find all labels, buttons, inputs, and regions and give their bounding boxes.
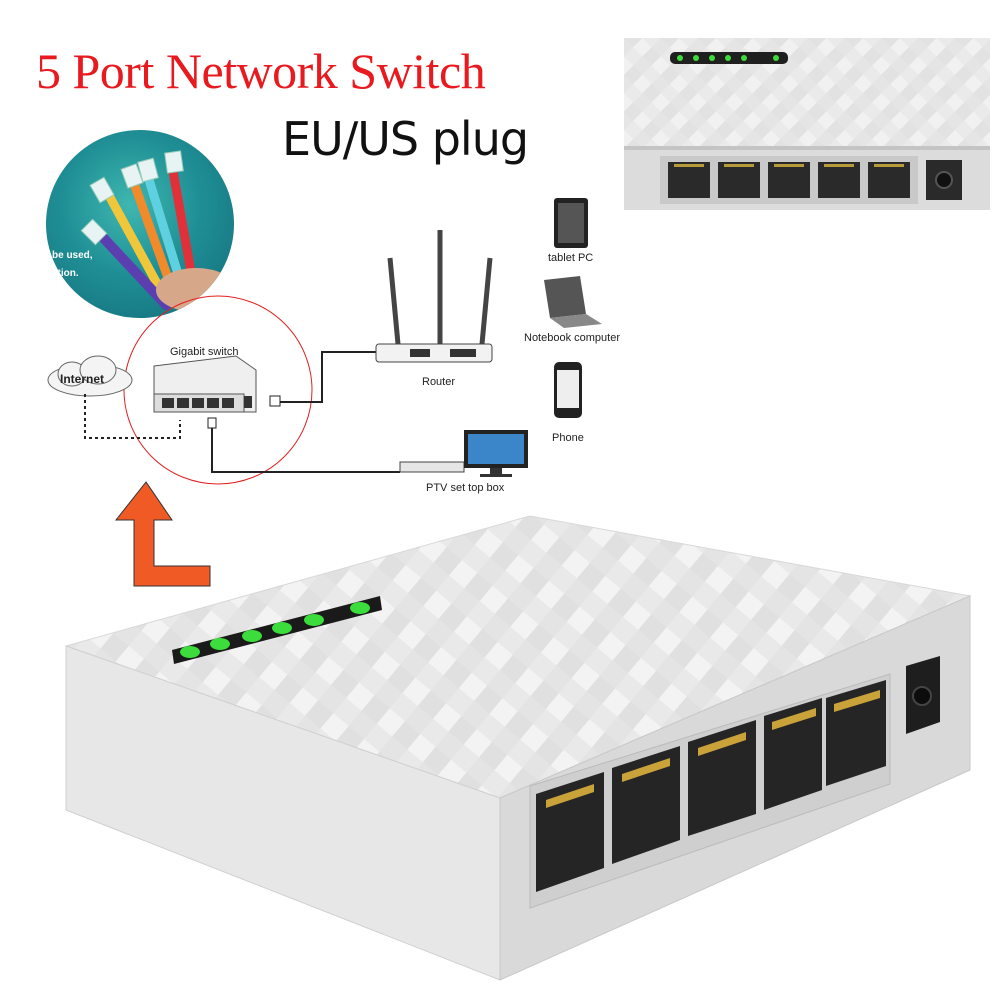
laptop-icon bbox=[544, 276, 602, 328]
cable-caption-line2: ation. bbox=[52, 268, 79, 279]
router-icon bbox=[375, 230, 493, 363]
notebook-label: Notebook computer bbox=[524, 332, 620, 344]
page-title: 5 Port Network Switch bbox=[36, 43, 486, 99]
tablet-icon bbox=[554, 198, 588, 248]
orange-arrow-icon bbox=[110, 478, 220, 596]
tablet-label: tablet PC bbox=[548, 252, 594, 264]
cable-photo: be used, ation. bbox=[46, 130, 234, 318]
switch-main-photo bbox=[60, 510, 990, 990]
gigabit-switch-label: Gigabit switch bbox=[170, 346, 239, 358]
phone-icon bbox=[554, 362, 582, 418]
led-bar bbox=[172, 596, 382, 664]
power-jack bbox=[906, 656, 940, 734]
set-top-box-label: PTV set top box bbox=[426, 482, 505, 494]
switch-front-photo bbox=[624, 38, 990, 210]
highlight-circle bbox=[123, 295, 313, 485]
tv-icon bbox=[464, 430, 528, 477]
cable-caption-line1: be used, bbox=[52, 250, 93, 261]
set-top-box-icon bbox=[399, 461, 465, 473]
internet-cloud-icon bbox=[47, 355, 133, 397]
plug-subtitle: EU/US plug bbox=[282, 112, 529, 166]
switch-diagram-icon bbox=[153, 355, 257, 413]
router-label: Router bbox=[422, 376, 456, 388]
network-diagram: Internet Gigabit switch Router tablet PC… bbox=[30, 180, 640, 500]
phone-label: Phone bbox=[552, 432, 584, 444]
internet-label: Internet bbox=[60, 372, 105, 386]
